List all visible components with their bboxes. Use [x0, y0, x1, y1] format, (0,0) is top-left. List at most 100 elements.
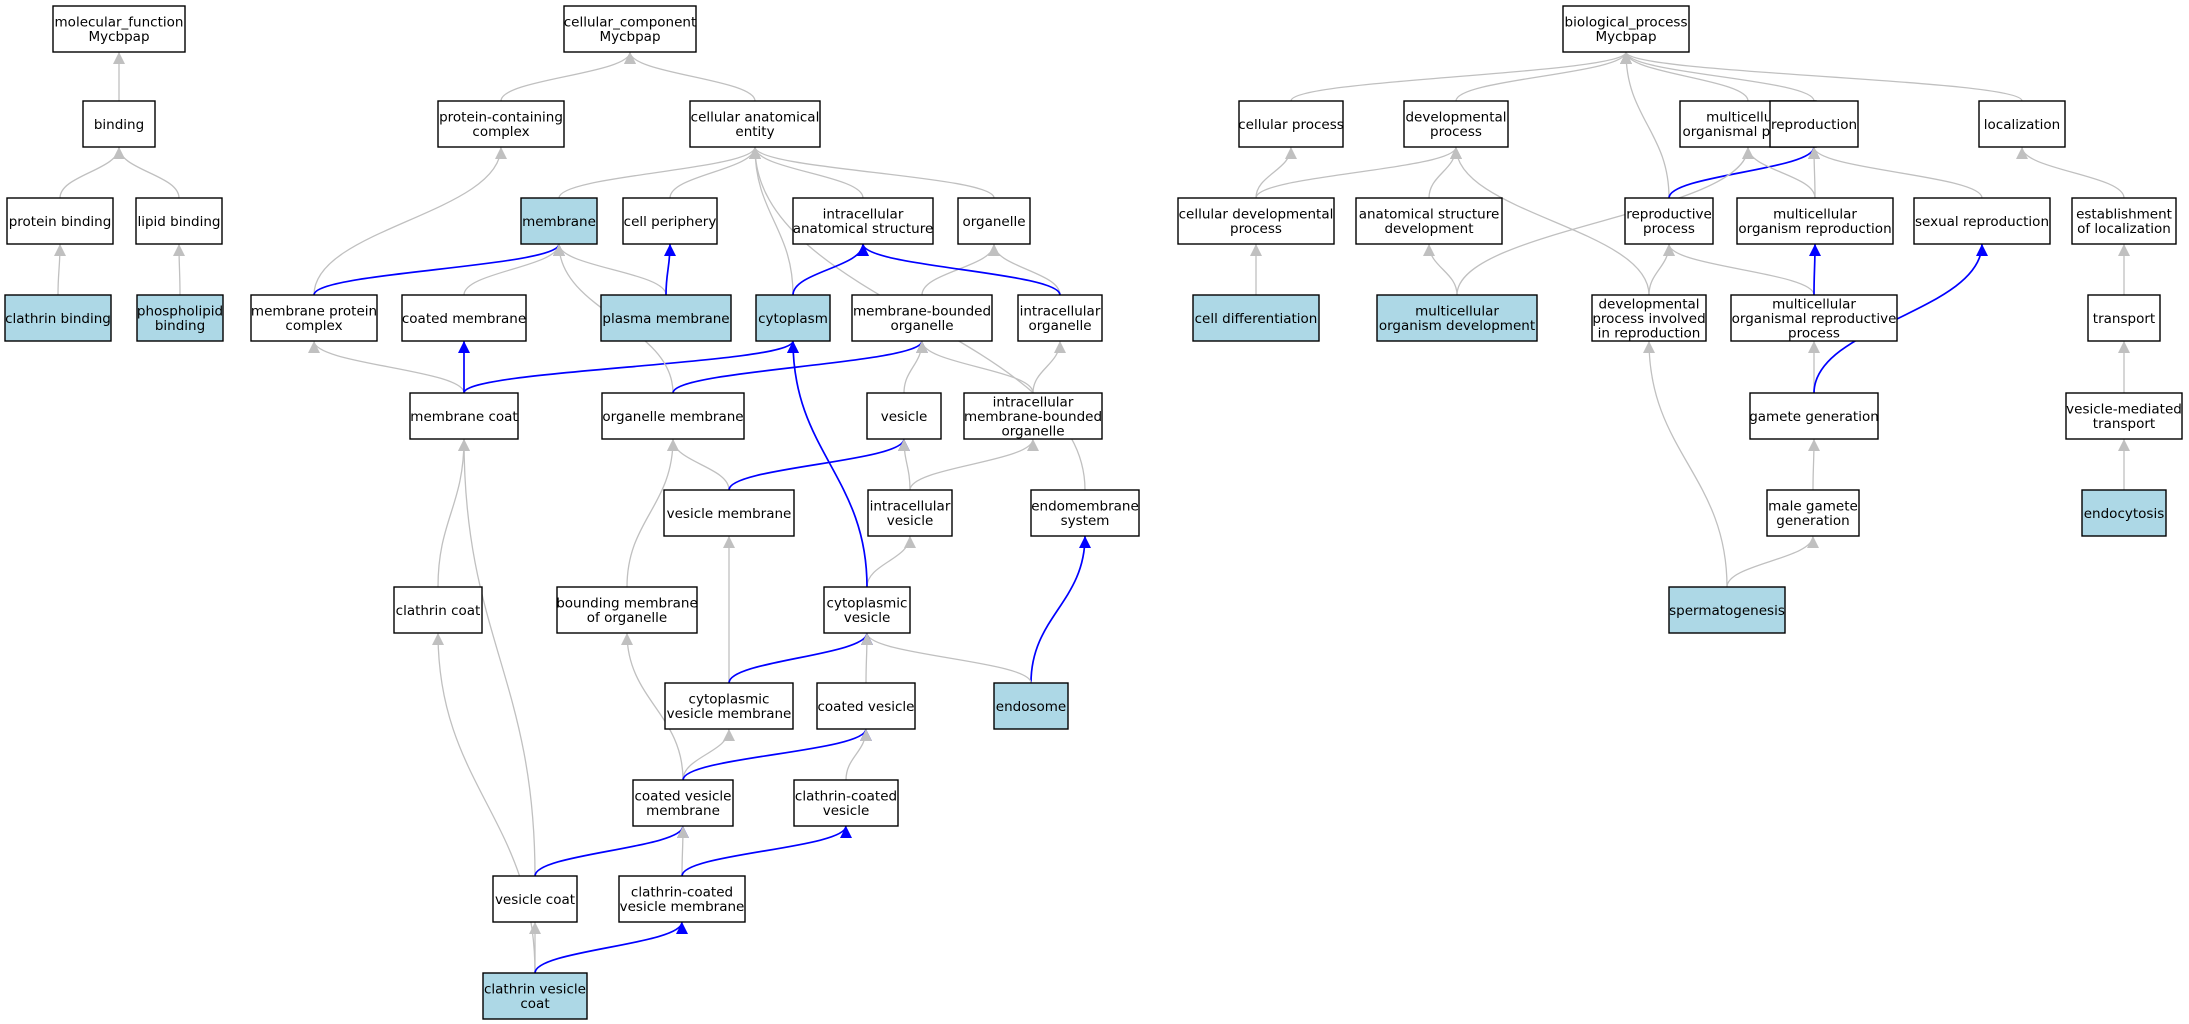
node-label-plasmamem-line-0: plasma membrane [602, 311, 729, 327]
node-coatedves[interactable]: coated vesicle [816, 682, 916, 730]
node-local[interactable]: localization [1978, 100, 2066, 148]
node-organelle[interactable]: organelle [957, 197, 1031, 245]
node-label-cellper-line-0: cell periphery [624, 214, 717, 230]
node-binding[interactable]: binding [82, 100, 156, 148]
node-cellper[interactable]: cell periphery [622, 197, 718, 245]
node-sexrep[interactable]: sexual reproduction [1913, 197, 2051, 245]
node-label-cvm-line-1: vesicle membrane [667, 706, 792, 722]
node-plasmamem[interactable]: plasma membrane [600, 294, 732, 342]
edge-asd-to-devproc [1428, 146, 1462, 199]
node-box-lipidbind [135, 197, 223, 245]
node-label-intves-line-0: intracellular [870, 499, 951, 515]
node-protbind[interactable]: protein binding [6, 197, 114, 245]
node-label-cvmem-line-1: membrane [646, 803, 720, 819]
node-label-ccvm-line-1: vesicle membrane [620, 899, 745, 915]
node-label-devproc-line-1: process [1430, 124, 1482, 140]
node-box-mod [1376, 294, 1538, 342]
node-lipidbind[interactable]: lipid binding [135, 197, 223, 245]
node-box-celldiff [1192, 294, 1320, 342]
node-cytoplasm[interactable]: cytoplasm [755, 294, 831, 342]
node-transport[interactable]: transport [2087, 294, 2161, 342]
node-clathcoat[interactable]: clathrin coat [393, 586, 483, 634]
node-label-gamgen-line-0: gamete generation [1749, 409, 1879, 425]
node-label-endomem-line-1: system [1061, 513, 1110, 529]
edge-clathbind-to-protbind [53, 243, 66, 296]
node-vescoat[interactable]: vesicle coat [492, 875, 578, 923]
edge-cdp-to-devproc [1255, 146, 1462, 199]
node-label-transport-line-0: transport [2093, 311, 2155, 327]
edge-ccvm-to-cvmem [676, 825, 689, 877]
node-label-mod-line-1: organism development [1379, 318, 1535, 334]
node-endocyt[interactable]: endocytosis [2081, 489, 2167, 537]
node-endosome[interactable]: endosome [993, 682, 1069, 730]
node-box-intorg [1017, 294, 1103, 342]
node-label-vesmem-line-0: vesicle membrane [667, 506, 792, 522]
node-coatedmem[interactable]: coated membrane [401, 294, 527, 342]
edge-phosbind-to-lipidbind [173, 243, 186, 296]
edge-mod-to-mop [1456, 146, 1754, 296]
edge-vescoat-to-memcoat [458, 438, 536, 877]
edge-cytoplasm-to-cae [749, 146, 794, 296]
node-label-mod-line-0: multicellular [1415, 304, 1499, 320]
node-clathbind[interactable]: clathrin binding [4, 294, 112, 342]
node-box-dpir [1591, 294, 1707, 342]
node-label-imbo-line-0: intracellular [993, 394, 1074, 410]
node-box-intves [867, 489, 953, 537]
node-spermato[interactable]: spermatogenesis [1668, 586, 1786, 634]
node-box-organelle [957, 197, 1031, 245]
node-label-cvm-line-0: cytoplasmic [689, 692, 770, 708]
edge-cdp-to-cellproc [1255, 146, 1297, 199]
node-vesicle[interactable]: vesicle [866, 392, 942, 440]
edge-intorg-to-ias [857, 243, 1061, 296]
node-repro[interactable]: reproduction [1769, 100, 1859, 148]
node-gamgen[interactable]: gamete generation [1749, 392, 1879, 440]
node-vesmem[interactable]: vesicle membrane [663, 489, 795, 537]
edge-mod-to-asd [1423, 243, 1458, 296]
edge-repro-to-bp [1620, 51, 1815, 102]
node-box-clathcoat [393, 586, 483, 634]
node-label-reprop-line-1: process [1643, 221, 1695, 237]
node-label-endomem-line-0: endomembrane [1031, 499, 1139, 515]
node-box-membrane [520, 197, 598, 245]
node-orgmem[interactable]: organelle membrane [601, 392, 745, 440]
edge-membrane-to-cae [558, 146, 761, 199]
node-memcoat[interactable]: membrane coat [409, 392, 519, 440]
node-label-cvmem-line-0: coated vesicle [635, 789, 732, 805]
node-celldiff[interactable]: cell differentiation [1192, 294, 1320, 342]
node-cellproc[interactable]: cellular process [1238, 100, 1344, 148]
node-membrane[interactable]: membrane [520, 197, 598, 245]
